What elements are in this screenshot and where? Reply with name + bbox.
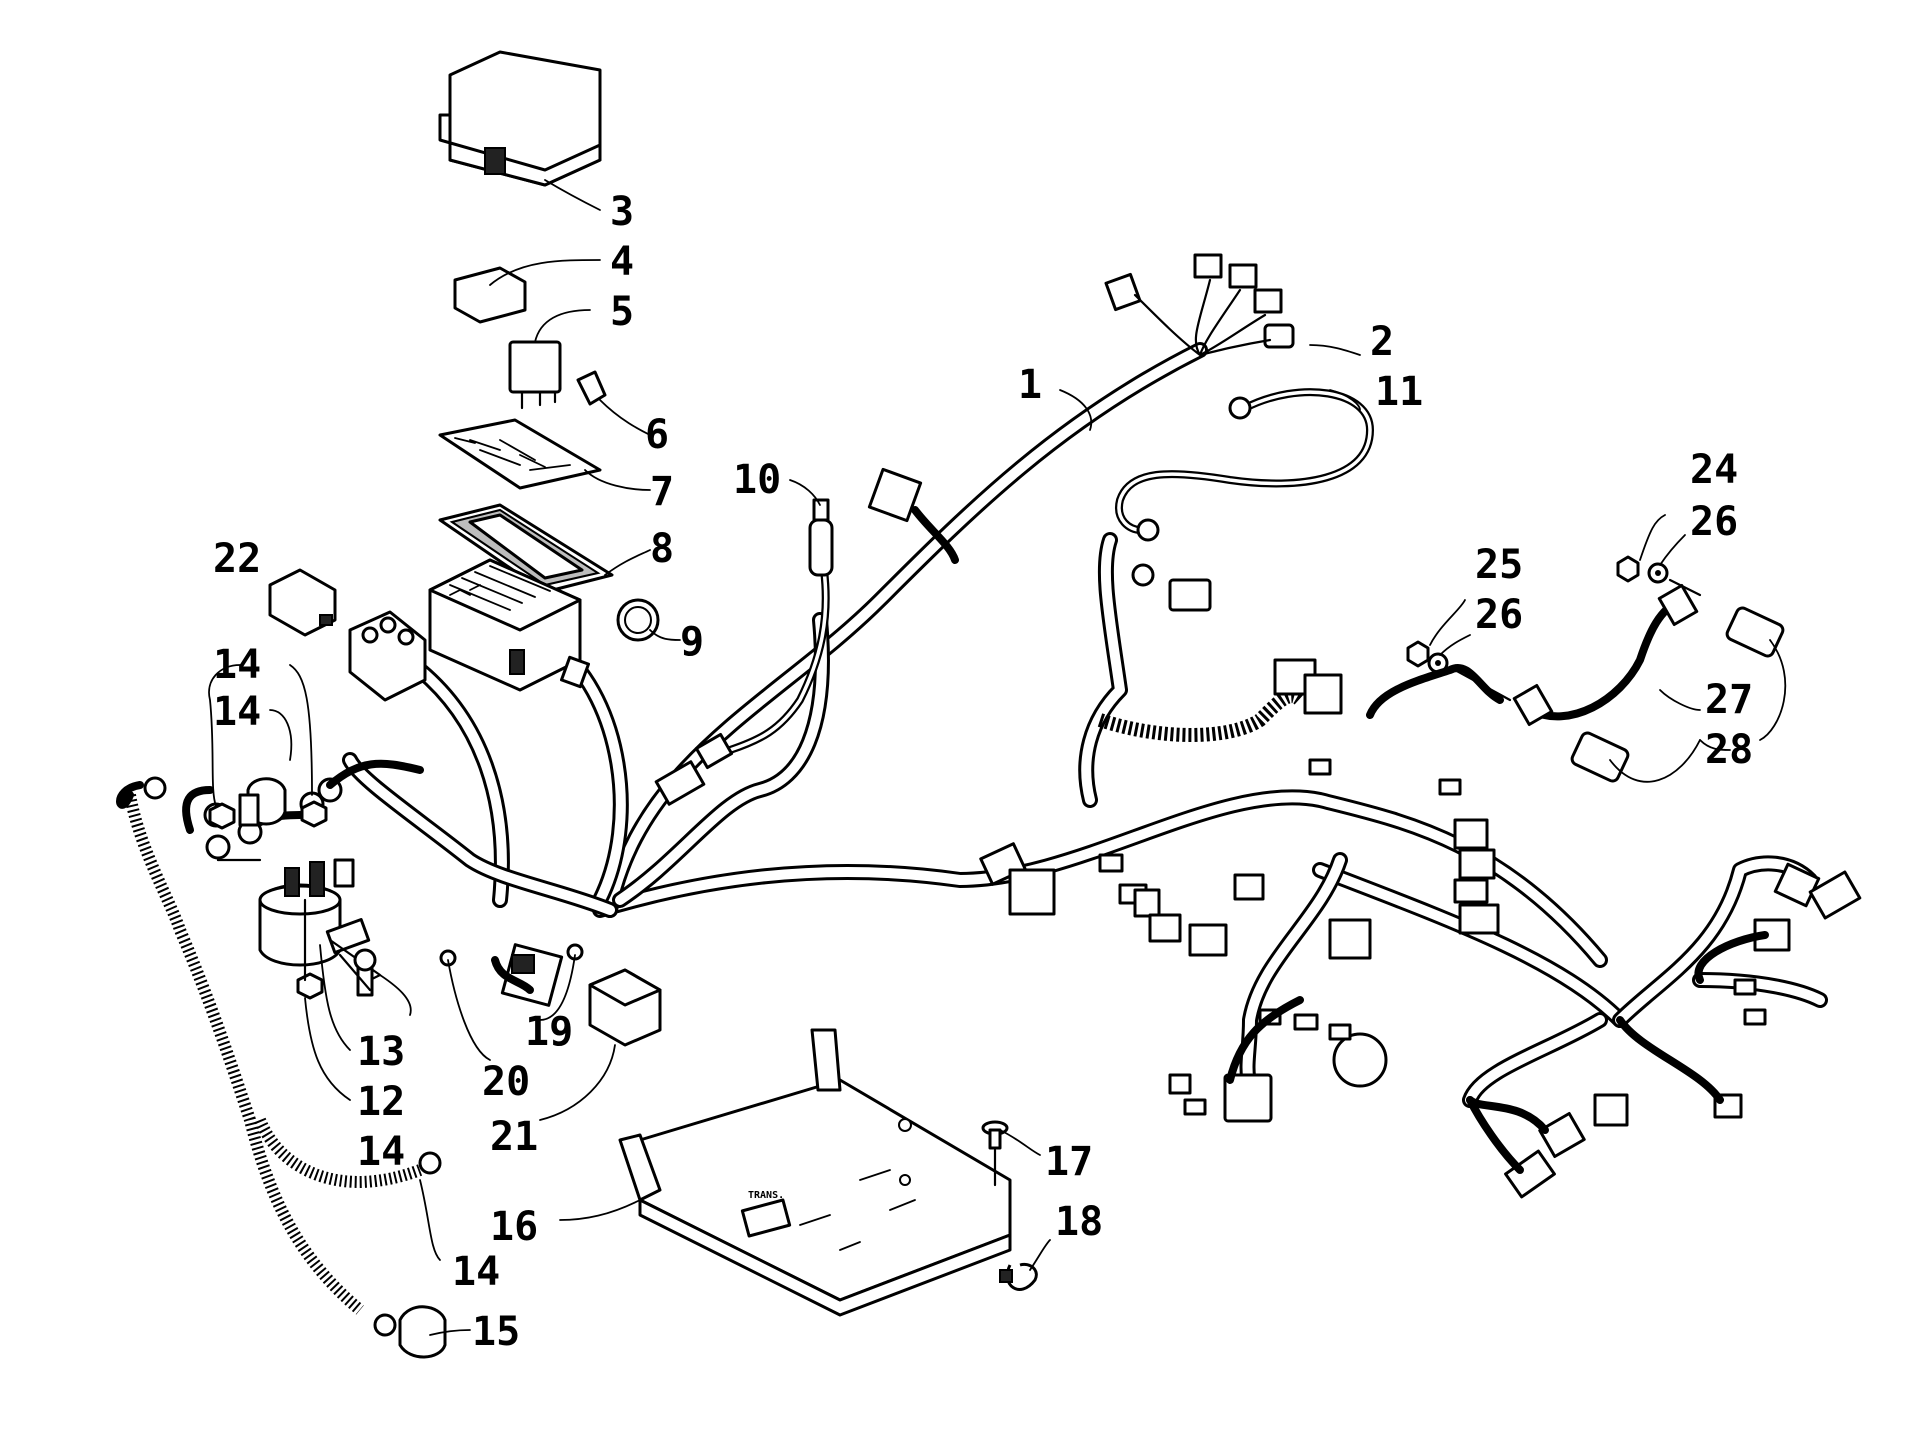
terminal-boot [398,1305,447,1359]
fuse-block [428,558,591,692]
callout-23: 21 [490,1114,538,1160]
callout-15: 14 [213,689,261,735]
callout-13: 13 [357,1029,405,1075]
callout-28: 28 [1705,727,1753,773]
mini-fuse [576,370,607,406]
callout-25-left: 25 [1475,542,1523,588]
cable-clip [999,1262,1038,1291]
relay-with-pins [508,340,562,410]
callout-14-bottom: 14 [357,1129,405,1175]
callout-labels: 3 4 5 6 7 8 9 10 1 11 2 22 14 14 13 12 1… [213,189,1753,1355]
terminal-block [348,610,427,702]
callout-16: 14 [452,1249,500,1295]
callout-26-left: 26 [1475,592,1523,638]
callout-12: 12 [357,1079,405,1125]
callout-4: 4 [610,239,634,285]
starter-solenoid [258,858,382,982]
callout-8: 8 [650,526,674,572]
callout-7: 7 [650,469,674,515]
plate-marking: TRANS. [748,1190,784,1201]
leader-lines [208,179,1731,1336]
relay-small [453,266,527,324]
callout-19: 17 [1045,1139,1093,1185]
callout-1: 1 [1018,362,1042,408]
hardware-left [182,759,584,1000]
callout-27: 27 [1705,677,1753,723]
relay-cluster-21-23 [491,943,662,1047]
callout-17: 15 [472,1309,520,1355]
callout-14-top: 14 [213,642,261,688]
callout-20: 18 [1055,1199,1103,1245]
callout-25-right: 24 [1690,447,1738,493]
callout-10: 10 [733,457,781,503]
callout-3: 3 [610,189,634,235]
callout-9: 9 [680,619,704,665]
callout-6: 6 [645,412,669,458]
callout-11: 11 [1375,369,1423,415]
callout-2: 2 [1370,319,1394,365]
callout-22: 20 [482,1059,530,1105]
ground-wire-11 [1115,388,1374,587]
oxygen-sensor [654,498,834,806]
callout-24: 22 [213,536,261,582]
callout-26-right: 26 [1690,499,1738,545]
retaining-ring [616,598,660,642]
battery-cable [116,776,442,1337]
callout-5: 5 [610,289,634,335]
callout-21: 19 [525,1009,573,1055]
gasket [438,503,614,594]
callout-18: 16 [490,1204,538,1250]
fuse-box-cover [438,50,602,187]
harness-connectors [867,253,1862,1199]
circuit-board [438,418,602,490]
sensor-hardware-right [1366,555,1787,783]
relay-24 [268,568,337,637]
mounting-plate: TRANS. [618,1028,1012,1317]
